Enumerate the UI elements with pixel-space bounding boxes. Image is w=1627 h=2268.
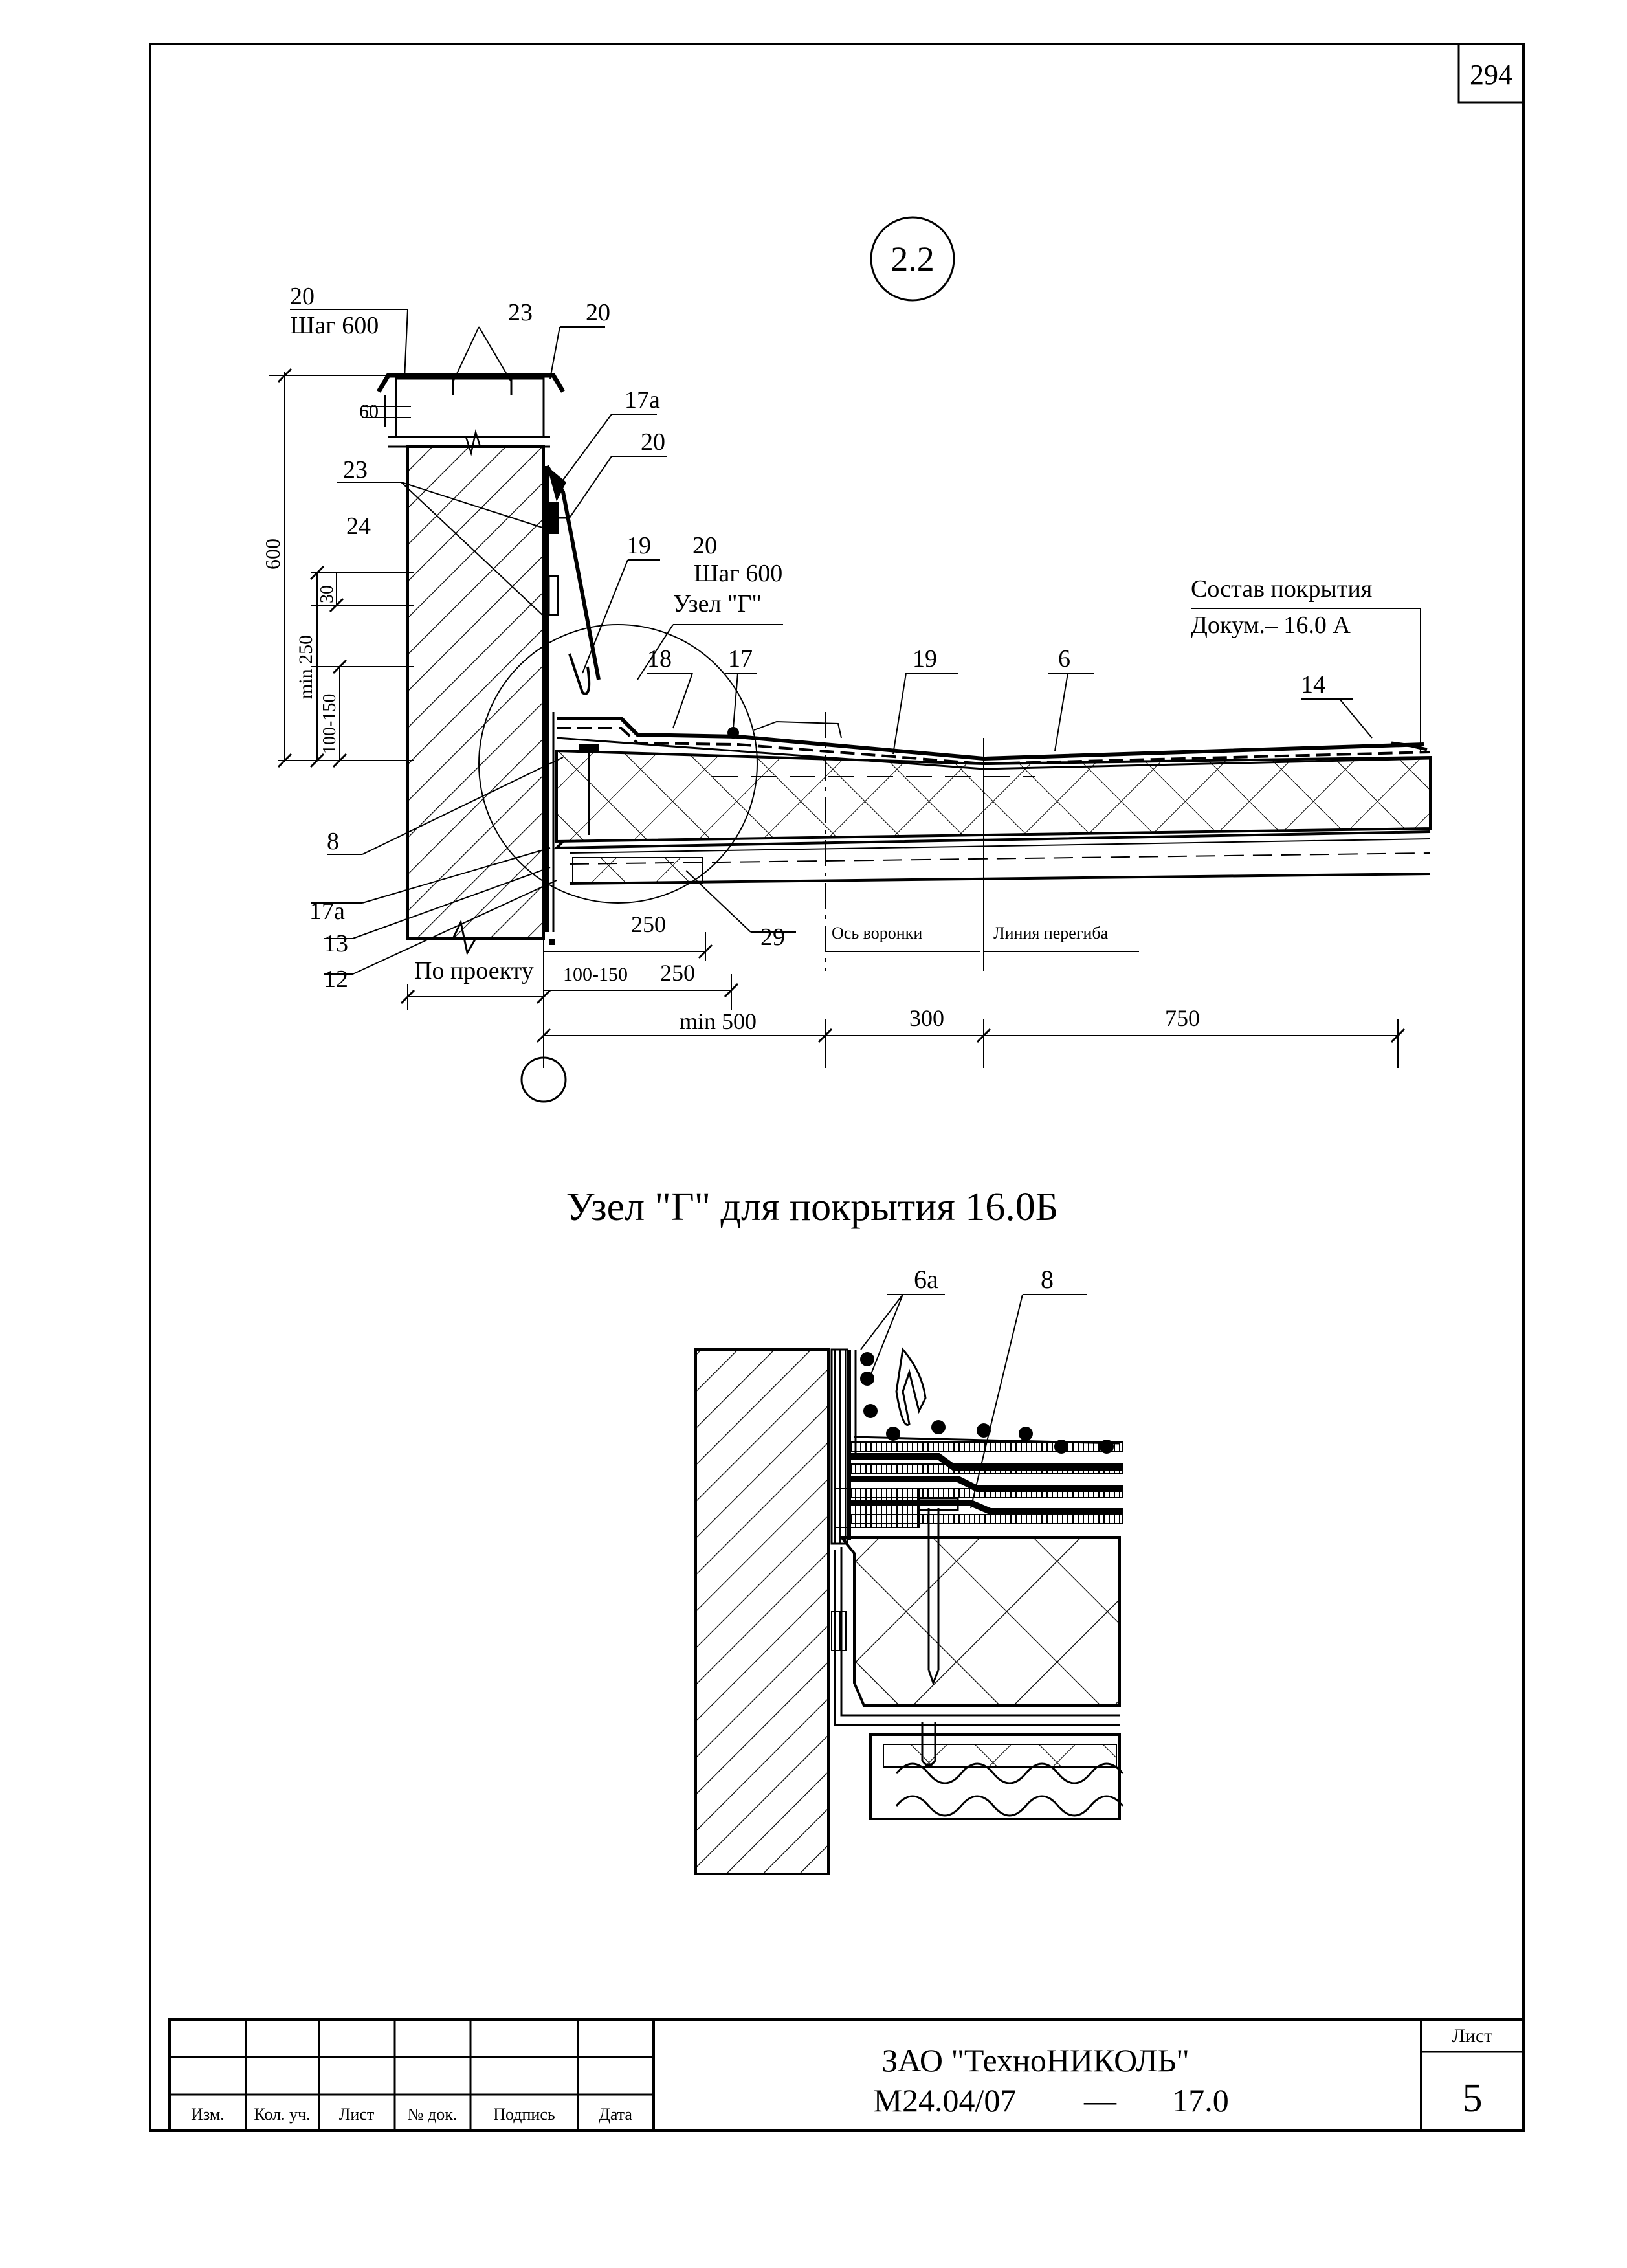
label-20a: 20 bbox=[290, 283, 315, 310]
node-detail bbox=[694, 1294, 1124, 1875]
label-29: 29 bbox=[760, 924, 785, 951]
tb-sheet-label: Лист bbox=[1452, 2025, 1493, 2047]
label-18: 18 bbox=[647, 645, 672, 673]
tb-col-date: Дата bbox=[599, 2105, 632, 2124]
label-17a-bottom: 17а bbox=[309, 898, 345, 925]
label-8: 8 bbox=[327, 828, 339, 855]
label-19b: 19 bbox=[913, 645, 937, 673]
title-block bbox=[168, 2018, 1525, 2132]
label-20c: 20 bbox=[641, 428, 665, 456]
tb-col-sign: Подпись bbox=[493, 2105, 555, 2124]
tb-section: 17.0 bbox=[1172, 2082, 1229, 2118]
label-coating: Состав покрытия bbox=[1191, 575, 1372, 603]
dim-600: 600 bbox=[261, 539, 284, 570]
label-bend-line: Линия перегиба bbox=[993, 924, 1109, 942]
label-23a: 23 bbox=[508, 299, 533, 326]
sheet-number: 294 bbox=[1470, 59, 1512, 91]
dim-min500: min 500 bbox=[680, 1008, 757, 1034]
axis-marker bbox=[520, 1056, 567, 1103]
label-23b: 23 bbox=[343, 456, 368, 484]
label-19a: 19 bbox=[626, 532, 651, 559]
tb-code: М24.04/07 bbox=[874, 2082, 1017, 2118]
label-12: 12 bbox=[324, 966, 348, 993]
tb-col-list: Лист bbox=[339, 2105, 374, 2124]
dim-100-150-h: 100-150 bbox=[563, 964, 628, 985]
dim-100-150-v: 100-150 bbox=[320, 694, 340, 754]
main-labels: 20 Шаг 600 23 20 17а 20 23 24 19 20 Шаг … bbox=[261, 283, 1372, 1034]
tb-sheet-number: 5 bbox=[1463, 2076, 1483, 2120]
label-funnel-axis: Ось воронки bbox=[832, 924, 922, 942]
dim-30: 30 bbox=[317, 585, 337, 603]
dim-60: 60 bbox=[359, 401, 379, 422]
label-13: 13 bbox=[324, 930, 348, 957]
dim-per-project: По проекту bbox=[414, 957, 534, 984]
label-17: 17 bbox=[728, 645, 753, 673]
node-detail-title: Узел "Г" для покрытия 16.0Б bbox=[566, 1185, 1059, 1229]
tb-dash: — bbox=[1083, 2082, 1117, 2118]
detail-marker-label: 2.2 bbox=[891, 239, 935, 278]
dim-min250: min 250 bbox=[295, 635, 316, 699]
label-node-g: Узел "Г" bbox=[673, 590, 762, 617]
tb-col-kol: Кол. уч. bbox=[254, 2105, 310, 2124]
node-label-6a: 6а bbox=[914, 1265, 938, 1294]
label-doc: Докум.– 16.0 А bbox=[1191, 612, 1351, 639]
dim-250b: 250 bbox=[660, 960, 695, 986]
sheet-frame bbox=[149, 43, 1525, 2132]
label-17a-top: 17а bbox=[625, 386, 660, 414]
node-g-callout bbox=[478, 624, 758, 904]
label-20b: 20 bbox=[586, 299, 610, 326]
tb-company: ЗАО "ТехноНИКОЛЬ" bbox=[881, 2042, 1190, 2078]
dim-750: 750 bbox=[1165, 1005, 1200, 1031]
dim-300: 300 bbox=[909, 1005, 944, 1031]
label-24: 24 bbox=[346, 513, 371, 540]
label-20d: 20 bbox=[692, 532, 717, 559]
label-step-600: Шаг 600 bbox=[290, 312, 379, 339]
tb-col-izm: Изм. bbox=[191, 2105, 225, 2124]
label-6: 6 bbox=[1058, 645, 1070, 673]
label-step-600b: Шаг 600 bbox=[694, 560, 782, 587]
node-label-8: 8 bbox=[1041, 1265, 1054, 1294]
dim-250a: 250 bbox=[631, 911, 666, 937]
tb-col-doc: № док. bbox=[408, 2105, 458, 2124]
main-section bbox=[269, 309, 1432, 1103]
label-14: 14 bbox=[1301, 671, 1325, 698]
detail-marker-circle bbox=[870, 216, 955, 302]
